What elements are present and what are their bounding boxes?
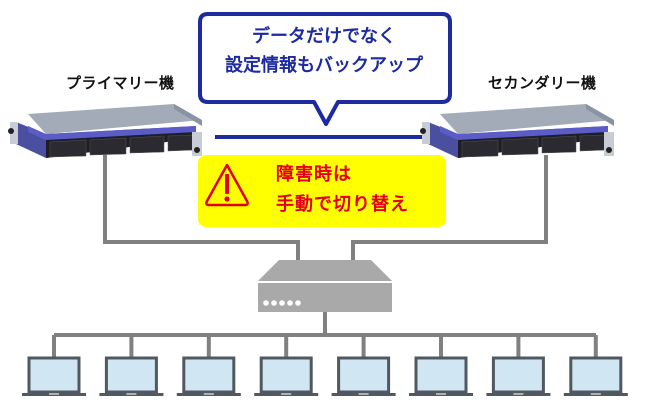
laptop-icon [563,335,628,396]
laptop-notch [281,393,292,395]
laptop-notch [513,393,524,395]
secondary-server-label: セカンダリー機 [488,74,597,92]
laptop-screen [414,356,468,394]
primary-server-label: プライマリー機 [66,74,175,92]
laptop-screen [337,356,391,394]
laptop-screen [491,356,545,394]
laptop-notch [436,393,446,395]
cable-secondary-to-switch [351,155,548,262]
callout-line-1: データだけでなく [252,26,396,47]
laptop-notch [358,393,369,395]
network-switch-icon [258,260,392,312]
laptop-screen [259,356,313,394]
laptop-screen [27,356,81,394]
callout-bubble [198,12,452,126]
warning-triangle-icon [205,163,249,207]
laptop-icon [331,335,396,396]
cable-primary-to-switch [103,155,300,262]
laptop-screen [569,356,623,394]
laptop-icon [486,335,551,396]
laptop-notch [590,393,601,395]
laptop-icon [176,335,241,396]
warning-box [198,155,446,227]
laptop-icon [99,335,164,396]
laptop-screen [182,356,236,394]
warning-line-2: 手動で切り替え [276,194,409,215]
laptop-notch [126,393,137,395]
laptop-icon [409,335,473,396]
laptop-icon [254,335,319,396]
callout-line-2: 設定情報もバックアップ [225,55,423,76]
warning-text: 障害時は 手動で切り替え [276,160,409,220]
callout-text: データだけでなく 設定情報もバックアップ [198,22,450,80]
warning-line-1: 障害時は [276,164,352,185]
secondary-server [420,104,614,158]
laptop-notch [203,393,214,395]
laptop-icon [22,335,86,396]
laptop-notch [49,393,59,395]
laptop-screen [104,356,158,394]
client-laptops [22,335,628,396]
primary-server [8,104,202,158]
